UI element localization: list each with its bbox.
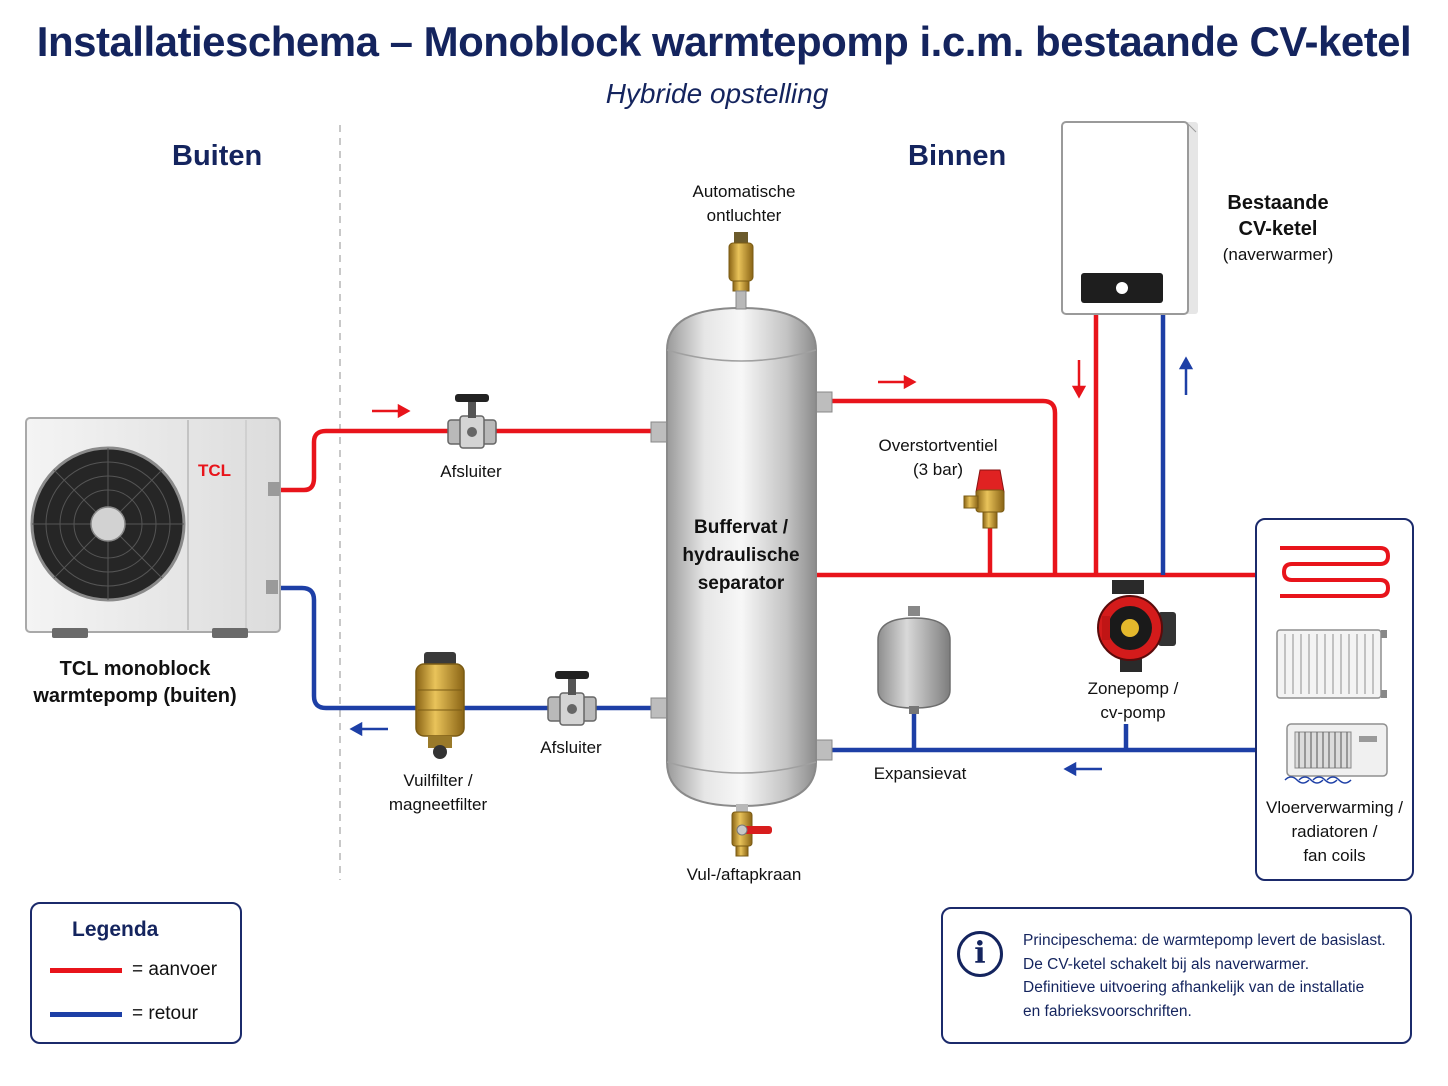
return-shutoff-valve-icon — [547, 671, 597, 726]
filter-label-line1: Vuilfilter / — [403, 771, 473, 790]
page-subtitle: Hybride opstelling — [605, 78, 829, 109]
boiler-display-icon — [1116, 282, 1128, 294]
zone-inside-label: Binnen — [908, 140, 1007, 172]
supply-arrows — [372, 360, 1087, 419]
heat-pump-brand: TCL — [198, 461, 231, 480]
relief-valve-label-line2: (3 bar) — [912, 460, 964, 479]
page-title: Installatieschema – Monoblock warmtepomp… — [36, 18, 1412, 65]
heat-pump-label: TCL monoblock warmtepomp (buiten) — [20, 656, 250, 710]
boiler-label-line2: CV-ketel — [1238, 218, 1318, 240]
info-icon: i — [957, 931, 1003, 977]
boiler-label: Bestaande CV-ketel (naverwarmer) — [1208, 190, 1348, 268]
info-line-1: Principeschema: de warmtepomp levert de … — [1023, 932, 1386, 949]
return-valve-label: Afsluiter — [540, 738, 602, 757]
info-text: Principeschema: de warmtepomp levert de … — [1023, 929, 1403, 1023]
relief-valve-label-line1: Overstortventiel — [878, 436, 998, 455]
heat-pump-label-line2: warmtepomp (buiten) — [33, 685, 237, 707]
air-vent-label-line2: ontluchter — [706, 206, 782, 225]
info-box: i Principeschema: de warmtepomp levert d… — [941, 907, 1412, 1044]
heat-pump-unit: TCL — [25, 417, 281, 638]
info-line-2: De CV-ketel schakelt bij als naverwarmer… — [1023, 955, 1310, 973]
fan-coil-icon — [1284, 723, 1388, 784]
zone-outside-label: Buiten — [172, 140, 263, 172]
legend-return-swatch — [50, 1012, 122, 1017]
pump-label: Zonepomp / cv-pomp — [1063, 677, 1203, 725]
drain-valve-label: Vul-/aftapkraan — [686, 865, 802, 884]
legend-supply-swatch — [50, 968, 122, 973]
air-vent-label: Automatische ontluchter — [664, 180, 824, 228]
magnetic-filter-icon — [415, 652, 465, 759]
circulation-pump-icon — [1097, 580, 1176, 672]
consumers-label-line1: Vloerverwarming / — [1266, 798, 1403, 817]
return-pipes — [272, 312, 1256, 753]
boiler-label-line1: Bestaande — [1227, 192, 1329, 214]
heat-pump-label-line1: TCL monoblock — [59, 658, 211, 680]
buffer-label-line2: hydraulische — [682, 545, 800, 566]
buffer-label-line3: separator — [697, 573, 785, 594]
relief-valve-icon — [963, 469, 1005, 529]
consumers-label-line3: fan coils — [1303, 846, 1366, 865]
buffer-tank — [650, 306, 833, 808]
legend: Legenda = aanvoer = retour — [30, 902, 242, 1044]
air-vent-label-line1: Automatische — [692, 182, 796, 201]
boiler-label-line3: (naverwarmer) — [1222, 245, 1334, 264]
info-line-3: Definitieve uitvoering afhankelijk van d… — [1023, 979, 1365, 996]
pump-label-line2: cv-pomp — [1100, 703, 1166, 722]
expansion-vessel-label: Expansievat — [873, 764, 967, 783]
relief-valve-label: Overstortventiel (3 bar) — [858, 434, 1018, 482]
underfloor-heating-icon — [1280, 546, 1391, 598]
radiator-icon — [1276, 629, 1387, 699]
consumer-icons — [1276, 546, 1391, 784]
legend-return-label: = retour — [132, 1003, 199, 1024]
filter-label: Vuilfilter / magneetfilter — [368, 769, 508, 817]
pump-label-line1: Zonepomp / — [1087, 679, 1179, 698]
return-arrows — [349, 356, 1194, 777]
cv-boiler-unit — [1061, 121, 1198, 315]
info-line-4: en fabrieksvoorschriften. — [1023, 1002, 1192, 1020]
supply-valve-label: Afsluiter — [440, 462, 502, 481]
legend-supply-label: = aanvoer — [132, 959, 218, 980]
buffer-label-line1: Buffervat / — [694, 517, 788, 538]
supply-pipes — [278, 312, 1256, 578]
expansion-vessel-icon — [877, 606, 951, 714]
air-vent-icon — [728, 232, 754, 310]
legend-title: Legenda — [72, 918, 159, 941]
drain-valve-icon — [731, 804, 772, 857]
supply-shutoff-valve-icon — [447, 394, 497, 449]
consumers-label-line2: radiatoren / — [1291, 822, 1378, 841]
buffer-tank-label: Buffervat / hydraulische separator — [666, 514, 816, 598]
filter-label-line2: magneetfilter — [388, 795, 488, 814]
consumers-label: Vloerverwarming / radiatoren / fan coils — [1255, 796, 1414, 868]
